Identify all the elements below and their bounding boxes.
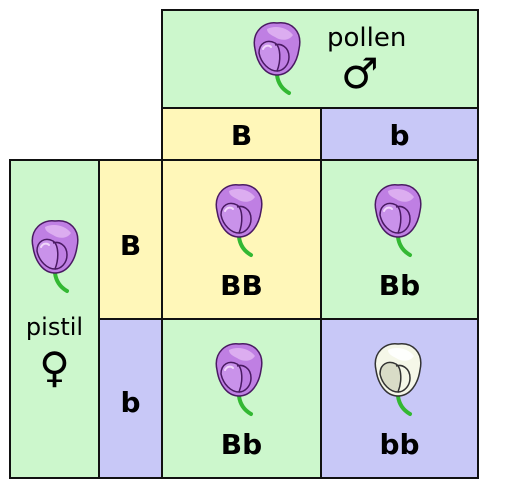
genotype-label: BB bbox=[220, 269, 263, 302]
column-allele-recessive: b bbox=[320, 107, 479, 161]
pistil-header-box: pistil ♀ bbox=[9, 159, 100, 479]
row-allele-dominant-label: B bbox=[119, 229, 142, 262]
row-allele-dominant: B bbox=[98, 159, 163, 320]
column-allele-dominant-label: B bbox=[230, 119, 253, 152]
pistil-label: pistil bbox=[25, 313, 84, 341]
genotype-label: bb bbox=[379, 428, 420, 461]
purple-flower-icon bbox=[214, 341, 264, 416]
purple-flower-icon bbox=[30, 218, 80, 293]
purple-flower-icon bbox=[214, 182, 264, 257]
purple-flower-icon bbox=[252, 20, 302, 95]
punnett-cell-Bb-bottom: Bb bbox=[161, 318, 322, 479]
column-allele-recessive-label: b bbox=[389, 119, 410, 152]
punnett-cell-bb: bb bbox=[320, 318, 479, 479]
column-allele-dominant: B bbox=[161, 107, 322, 161]
row-allele-recessive-label: b bbox=[120, 386, 141, 419]
female-symbol: ♀ bbox=[39, 343, 70, 392]
genotype-label: Bb bbox=[378, 269, 421, 302]
punnett-cell-Bb-top: Bb bbox=[320, 159, 479, 320]
genotype-label: Bb bbox=[220, 428, 263, 461]
pollen-header-box: pollen ♂ bbox=[161, 9, 479, 109]
punnett-cell-BB: BB bbox=[161, 159, 322, 320]
pollen-label: pollen bbox=[327, 23, 407, 53]
row-allele-recessive: b bbox=[98, 318, 163, 479]
purple-flower-icon bbox=[373, 182, 423, 257]
male-symbol: ♂ bbox=[341, 49, 379, 98]
white-flower-icon bbox=[373, 341, 423, 416]
